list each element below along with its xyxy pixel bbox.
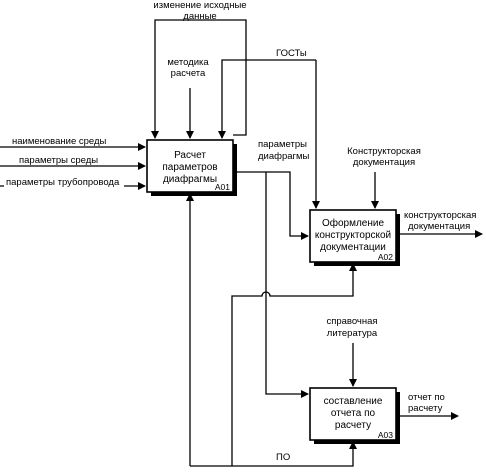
label-calc-report-line-1: отчет по xyxy=(408,392,445,403)
box-a03-line-2: отчета по xyxy=(331,408,376,419)
label-calc-report-line-2: расчету xyxy=(408,403,443,414)
arrow-diaphragm-params-a02 xyxy=(233,171,309,240)
label-reference-literature-line-1: справочная xyxy=(326,316,377,327)
box-a02-id: A02 xyxy=(378,252,393,262)
label-design-docs-out-line-1: конструкторская xyxy=(404,210,476,221)
box-a01-line-1: Расчет xyxy=(174,150,206,161)
box-a03-line-3: расчету xyxy=(335,420,371,431)
label-gosts: ГОСТы xyxy=(276,48,307,59)
box-a02-line-1: Оформление xyxy=(322,217,385,229)
box-a03-id: A03 xyxy=(378,430,393,440)
box-a01: Расчет параметров диафрагмы A01 xyxy=(146,139,237,196)
label-design-docs-control-line-2: документация xyxy=(353,157,415,168)
label-initial-data-line-1: изменение исходные xyxy=(153,0,246,11)
label-pipeline-params: параметры трубопровода xyxy=(6,177,120,188)
box-a02-line-3: документации xyxy=(320,242,386,253)
label-calc-method-line-2: расчета xyxy=(171,68,206,79)
box-a01-id: A01 xyxy=(215,182,230,192)
label-calc-method-line-1: методика xyxy=(167,57,209,68)
label-diaphragm-params-line-1: параметры xyxy=(258,139,307,150)
label-diaphragm-params-line-2: диафрагмы xyxy=(258,151,310,162)
label-design-docs-out-line-2: документация xyxy=(408,221,470,232)
label-medium-params: параметры среды xyxy=(19,155,98,166)
arrow-gosts-a01 xyxy=(218,59,316,139)
label-reference-literature-line-2: литература xyxy=(327,328,378,339)
box-a01-line-2: параметров xyxy=(162,162,217,173)
label-initial-data-line-2: данные xyxy=(183,11,216,22)
box-a02: Оформление конструкторской документации … xyxy=(309,209,400,266)
arrow-initial-data-change xyxy=(151,19,247,139)
box-a03-line-1: составление xyxy=(324,396,383,407)
label-design-docs-control-line-1: Конструкторская xyxy=(347,146,421,157)
arrow-software-a02 xyxy=(231,263,357,466)
arrow-software-a03 xyxy=(190,441,357,467)
box-a01-line-3: диафрагмы xyxy=(163,173,217,185)
label-bg-pipeline xyxy=(4,175,124,188)
label-medium-name: наименование среды xyxy=(12,136,107,147)
box-a02-line-2: конструкторской xyxy=(315,230,391,241)
box-a03: составление отчета по расчету A03 xyxy=(309,387,400,444)
arrow-diaphragm-params-a03 xyxy=(265,172,309,398)
label-software: ПО xyxy=(276,452,290,463)
